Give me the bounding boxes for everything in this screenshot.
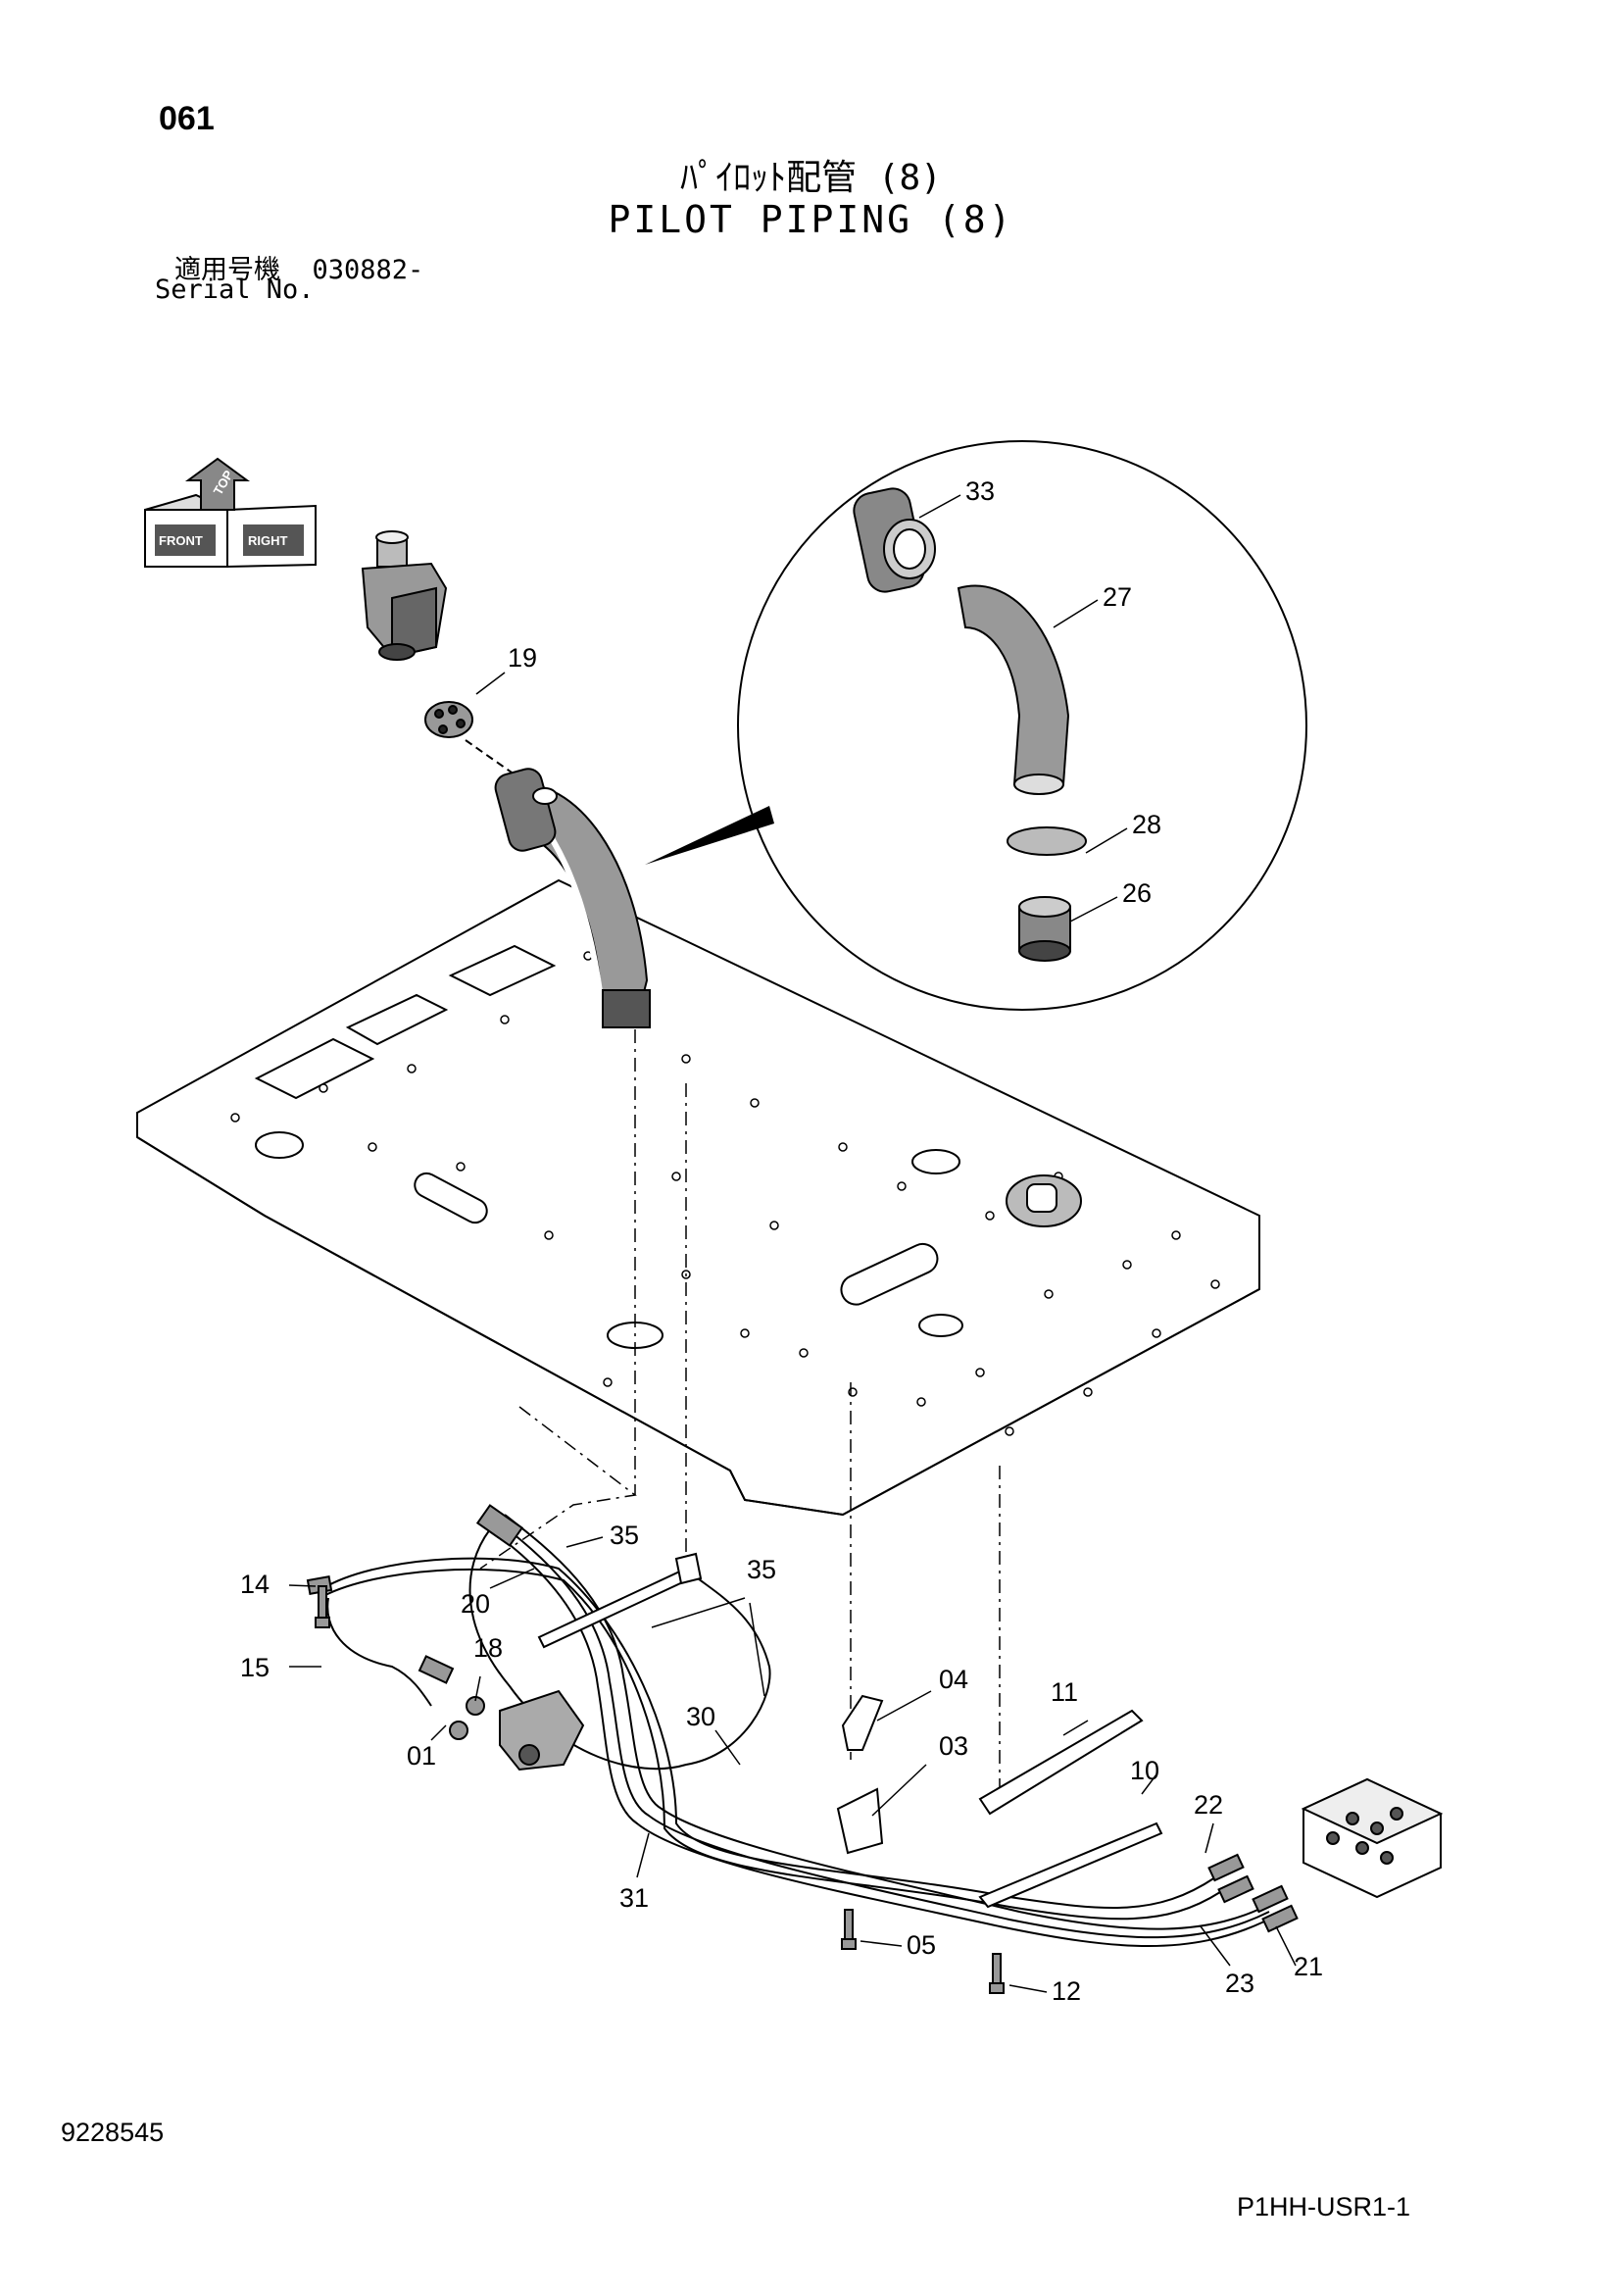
callout-14: 14: [240, 1570, 270, 1599]
callout-21: 21: [1294, 1952, 1323, 1981]
callout-35-lower: 35: [747, 1555, 776, 1584]
floor-boot: [1006, 1174, 1082, 1227]
detail-view: [645, 440, 1307, 1011]
serial-label-japanese: 適用号機: [174, 255, 280, 285]
callout-labels: 33 27 28 26 19 35 35 14 20 18 15 01 30 0…: [240, 476, 1323, 2006]
page-title: PILOT PIPING (8): [608, 198, 1014, 241]
callout-01: 01: [407, 1741, 436, 1771]
hose-harness: [322, 1514, 1275, 1947]
callout-27: 27: [1103, 582, 1132, 612]
callout-03: 03: [939, 1731, 968, 1761]
callout-11: 11: [1051, 1677, 1078, 1707]
callout-26: 26: [1122, 878, 1152, 908]
orientation-marker: TOP FRONT RIGHT: [144, 457, 317, 569]
callout-23: 23: [1225, 1969, 1254, 1998]
serial-label: Serial No.: [155, 275, 315, 305]
orientation-front-label: FRONT: [159, 533, 203, 548]
dashed-leaders: [479, 1029, 1001, 1804]
callout-20: 20: [461, 1589, 490, 1619]
callout-35-upper: 35: [610, 1521, 639, 1550]
shuttle-valve: [449, 1689, 585, 1772]
brackets: [537, 1552, 1163, 1909]
callout-22: 22: [1194, 1790, 1223, 1820]
plate-holes: [230, 951, 1220, 1436]
callout-leaders: [288, 494, 1297, 1993]
bolts: [315, 1585, 1005, 1994]
callout-12: 12: [1052, 1976, 1081, 2006]
callout-15: 15: [240, 1653, 270, 1682]
manifold-block: [1301, 1777, 1444, 1899]
callout-30: 30: [686, 1702, 715, 1731]
model-code: P1HH-USR1-1: [1237, 2192, 1411, 2221]
callout-04: 04: [939, 1665, 968, 1694]
page-number: 061: [159, 100, 215, 137]
pilot-hose-bend: [494, 768, 651, 1028]
pilot-valve-illustration: [361, 530, 448, 661]
callout-31: 31: [619, 1883, 649, 1913]
boot-part-19: [424, 701, 516, 775]
callout-18: 18: [473, 1633, 503, 1663]
floor-plate: [136, 878, 1260, 1517]
orientation-right-label: RIGHT: [248, 533, 288, 548]
callout-33: 33: [965, 476, 995, 506]
page-title-japanese: ﾊﾟｲﾛｯﾄ配管 (8): [680, 158, 942, 198]
callout-19: 19: [508, 643, 537, 673]
callout-05: 05: [907, 1930, 936, 1960]
callout-10: 10: [1130, 1756, 1159, 1785]
hose-fittings: [306, 1504, 1299, 1933]
serial-value: 030882-: [312, 255, 424, 285]
callout-28: 28: [1132, 810, 1161, 839]
drawing-number: 9228545: [61, 2118, 165, 2147]
serial-range: 適用号機 030882-: [174, 248, 423, 286]
